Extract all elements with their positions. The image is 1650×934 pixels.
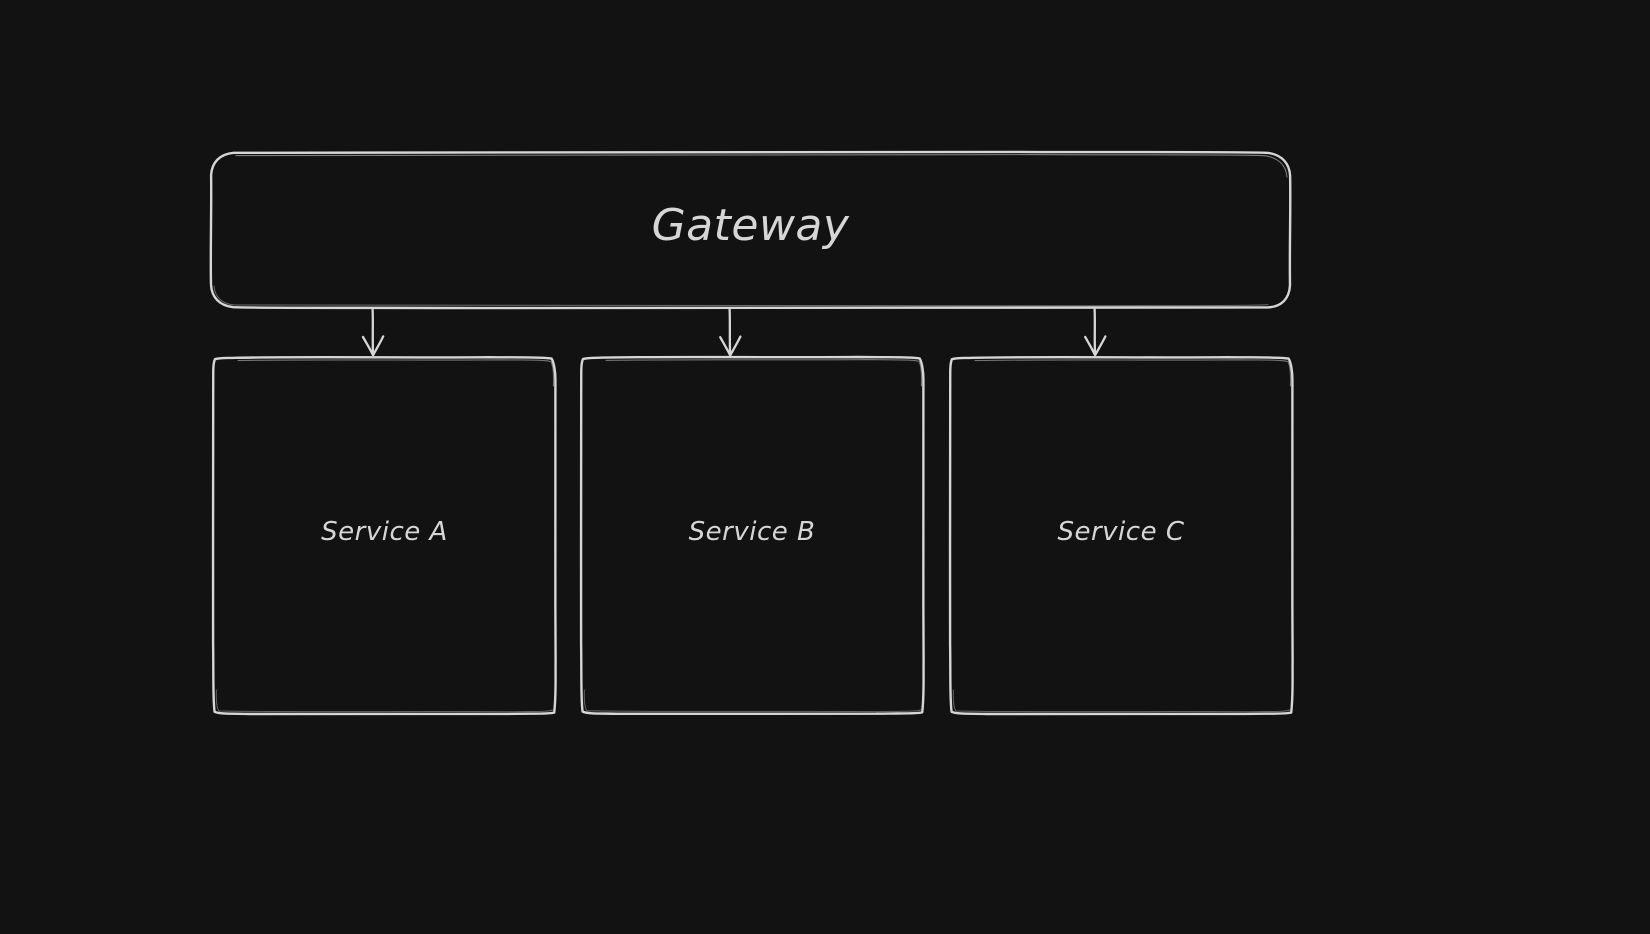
node-service-a[interactable] [211,356,557,716]
edge-gateway-service-b[interactable] [719,308,742,357]
arrow-head [361,335,385,357]
service-a-box-outline-sketch-2 [215,689,554,713]
service-b-box-outline-sketch-2 [583,689,922,713]
service-c-box-outline-sketch-2 [952,689,1291,713]
service-a-box-outline-sketch [237,359,555,387]
gateway-box-outline [209,150,1292,310]
service-b-box-outline-sketch [605,359,923,387]
arrow-head [1084,335,1107,357]
node-service-c[interactable] [948,356,1294,716]
gateway-box-outline-sketch-2 [213,285,1269,307]
service-b-label: Service B [688,517,816,547]
arrow-head [719,335,742,357]
service-c-box-outline-sketch [974,359,1292,387]
arrow-shaft [728,308,732,356]
gateway-label: Gateway [651,200,850,251]
service-a-label: Service A [321,517,448,547]
node-gateway[interactable] [209,150,1292,310]
service-a-box-outline [211,356,557,716]
gateway-box-outline-sketch [235,154,1288,178]
service-c-box-outline [948,356,1294,716]
node-service-b[interactable] [579,355,925,716]
service-b-box-outline [579,355,925,716]
edge-gateway-service-c[interactable] [1084,308,1107,357]
service-c-label: Service C [1057,517,1185,547]
edge-gateway-service-a[interactable] [361,308,385,357]
